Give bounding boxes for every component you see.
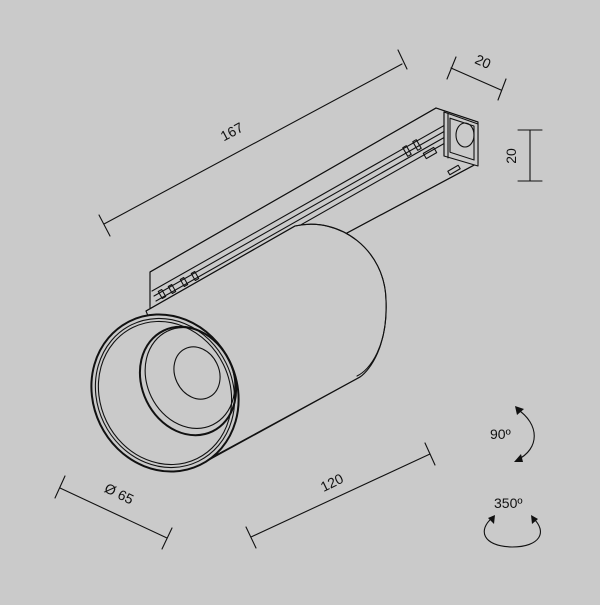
arrow-up-icon bbox=[515, 406, 524, 415]
label-adapter-width: 20 bbox=[473, 51, 494, 72]
label-adapter-length: 167 bbox=[218, 119, 246, 144]
swivel-rotation-indicator: 350º bbox=[483, 495, 541, 548]
label-swivel: 350º bbox=[494, 495, 522, 511]
arrow-left-icon bbox=[488, 515, 495, 524]
dimension-body-length: 120 bbox=[245, 442, 436, 549]
arrow-right-icon bbox=[531, 515, 538, 524]
dimension-body-diameter: Ø 65 bbox=[54, 475, 173, 550]
tilt-rotation-indicator: 90º bbox=[490, 406, 535, 462]
label-adapter-height: 20 bbox=[503, 148, 519, 164]
dimension-adapter-height: 20 bbox=[503, 129, 543, 182]
label-body-length: 120 bbox=[318, 470, 346, 495]
dimension-adapter-width: 20 bbox=[446, 51, 507, 101]
label-tilt: 90º bbox=[490, 426, 511, 442]
arrow-down-icon bbox=[514, 454, 523, 462]
lamp-body bbox=[90, 223, 387, 473]
label-body-diameter: Ø 65 bbox=[102, 480, 136, 508]
